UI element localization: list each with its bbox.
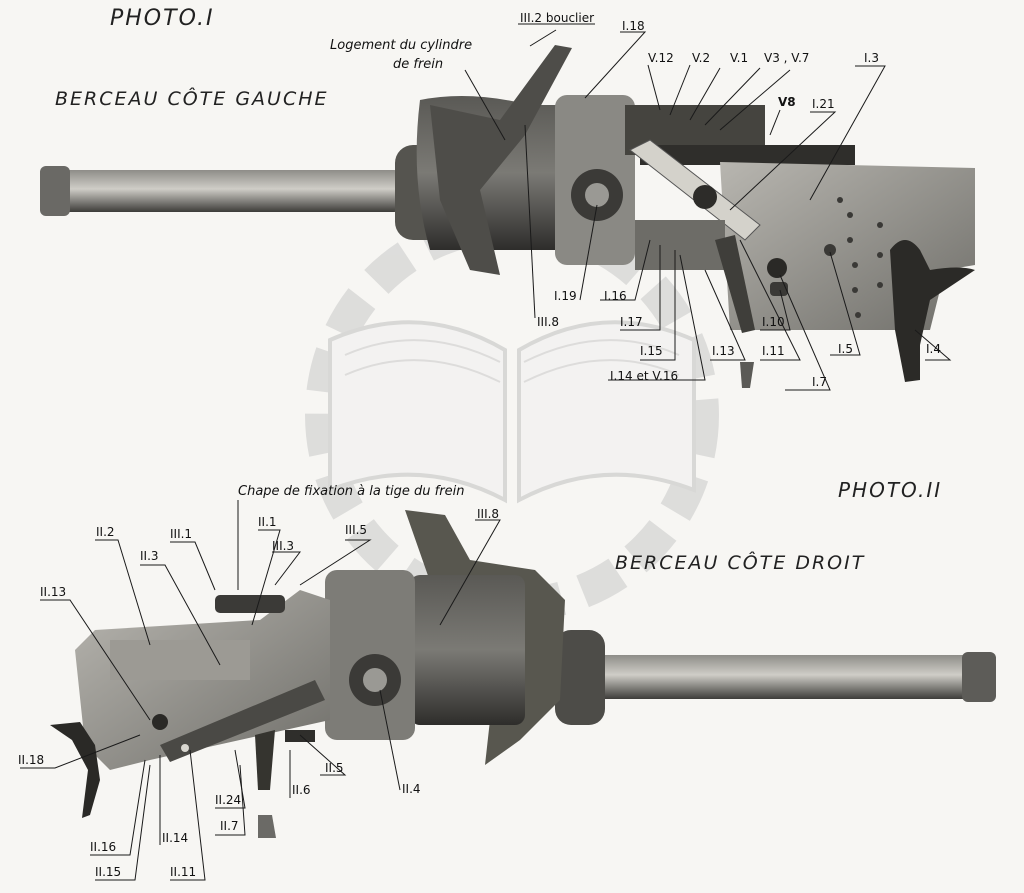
label-ii14: II.14 bbox=[162, 831, 189, 845]
label-i10: I.10 bbox=[762, 315, 785, 329]
label-ii7: II.7 bbox=[220, 819, 239, 833]
label-i13: I.13 bbox=[712, 344, 735, 358]
label-i4: I.4 bbox=[926, 342, 941, 356]
label-i11: I.11 bbox=[762, 344, 785, 358]
label-i3: I.3 bbox=[864, 51, 879, 65]
photo2-subtitle: BERCEAU CÔTE DROIT bbox=[615, 552, 866, 574]
label-ii4: II.4 bbox=[402, 782, 421, 796]
label-ii11: II.11 bbox=[170, 865, 197, 879]
photo2-heading: PHOTO.II bbox=[838, 478, 943, 502]
label-v12: V.12 bbox=[648, 51, 674, 65]
label-v2: V.2 bbox=[692, 51, 711, 65]
label-i17: I.17 bbox=[620, 315, 643, 329]
cradle-right-side-illustration bbox=[50, 510, 996, 838]
leader-lines-photo2 bbox=[20, 500, 501, 881]
label-i19: I.19 bbox=[554, 289, 577, 303]
label-ii5: II.5 bbox=[325, 761, 344, 775]
label-i16: I.16 bbox=[604, 289, 627, 303]
label-iii1: III.1 bbox=[170, 527, 193, 541]
label-i18: I.18 bbox=[622, 19, 645, 33]
label-iii5: III.5 bbox=[345, 523, 368, 537]
label-ii6: II.6 bbox=[292, 783, 311, 797]
label-i15: I.15 bbox=[640, 344, 663, 358]
photo2-caption: Chape de fixation à la tige du frein bbox=[238, 484, 465, 499]
leader-lines-photo1 bbox=[464, 23, 952, 391]
photo1-caption-line2: de frein bbox=[393, 57, 444, 72]
label-ii18: II.18 bbox=[18, 753, 45, 767]
label-i21: I.21 bbox=[812, 97, 835, 111]
label-ii15: II.15 bbox=[95, 865, 122, 879]
photo1-heading: PHOTO.I bbox=[110, 6, 215, 31]
label-ii1: II.1 bbox=[258, 515, 277, 529]
photo1-caption-line1: Logement du cylindre bbox=[330, 38, 473, 53]
label-ii16: II.16 bbox=[90, 840, 117, 854]
label-v1: V.1 bbox=[730, 51, 749, 65]
label-v8: V8 bbox=[778, 95, 796, 109]
label-iii2-bouclier: III.2 bouclier bbox=[520, 11, 595, 25]
photo1-subtitle: BERCEAU CÔTE GAUCHE bbox=[55, 88, 329, 110]
label-i14-v16: I.14 et V.16 bbox=[610, 369, 679, 383]
cradle-left-side-illustration bbox=[40, 45, 975, 388]
label-ii13: II.13 bbox=[40, 585, 67, 599]
label-ii2: II.2 bbox=[96, 525, 115, 539]
label-i5: I.5 bbox=[838, 342, 853, 356]
label-iii8-photo1: III.8 bbox=[537, 315, 560, 329]
label-ii24: II.24 bbox=[215, 793, 242, 807]
label-i7: I.7 bbox=[812, 375, 827, 389]
label-ii3: II.3 bbox=[140, 549, 159, 563]
watermark-gear-book bbox=[305, 208, 719, 622]
label-v3-v7: V3 , V.7 bbox=[764, 51, 810, 65]
label-iii3: III.3 bbox=[272, 539, 295, 553]
label-iii8-photo2: III.8 bbox=[477, 507, 500, 521]
